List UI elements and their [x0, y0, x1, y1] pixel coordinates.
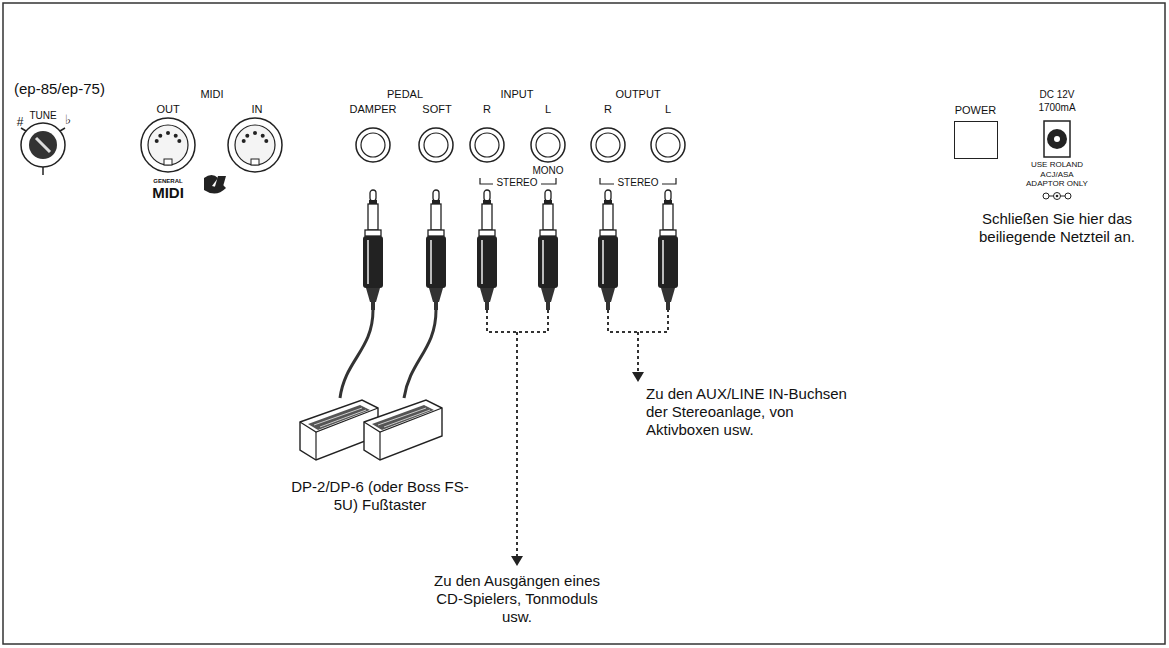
panel-label: STEREO [493, 177, 540, 189]
panel-label: TUNE [29, 110, 56, 122]
panel-label: 1700mA [1038, 102, 1075, 114]
panel-label: MONO [532, 165, 563, 177]
panel-label: R [604, 103, 612, 116]
panel-label: STEREO [614, 177, 661, 189]
panel-label: OUTPUT [615, 88, 660, 101]
panel-label: SOFT [422, 103, 451, 116]
panel-label: DC 12V [1039, 89, 1074, 101]
panel-label: MIDI [200, 88, 223, 101]
panel-label: IN [252, 103, 263, 116]
panel-label: MIDI [152, 184, 184, 202]
panel-label: R [483, 103, 491, 116]
panel-label: PEDAL [387, 88, 423, 101]
panel-label: Schließen Sie hier das beiliegende Netzt… [977, 210, 1137, 246]
panel-label: Zu den Ausgängen eines CD-Spielers, Tonm… [427, 572, 607, 626]
panel-label: L [665, 103, 671, 116]
panel-label: # [17, 115, 24, 129]
power-switch: POWER [954, 121, 998, 159]
panel-label: DAMPER [349, 103, 396, 116]
panel-label: (ep-85/ep-75) [14, 80, 105, 98]
panel-label: L [545, 103, 551, 116]
switch-heading: POWER [955, 104, 997, 116]
panel-label: ♭ [65, 112, 71, 128]
panel-label: USE ROLAND ACJ/ASA ADAPTOR ONLY [1022, 160, 1092, 189]
panel-label: OUT [156, 103, 179, 116]
panel-label: Zu den AUX/LINE IN-Buchsen der Stereoanl… [646, 385, 866, 439]
panel-label: DP-2/DP-6 (oder Boss FS-5U) Fußtaster [290, 478, 470, 514]
panel-label: INPUT [501, 88, 534, 101]
